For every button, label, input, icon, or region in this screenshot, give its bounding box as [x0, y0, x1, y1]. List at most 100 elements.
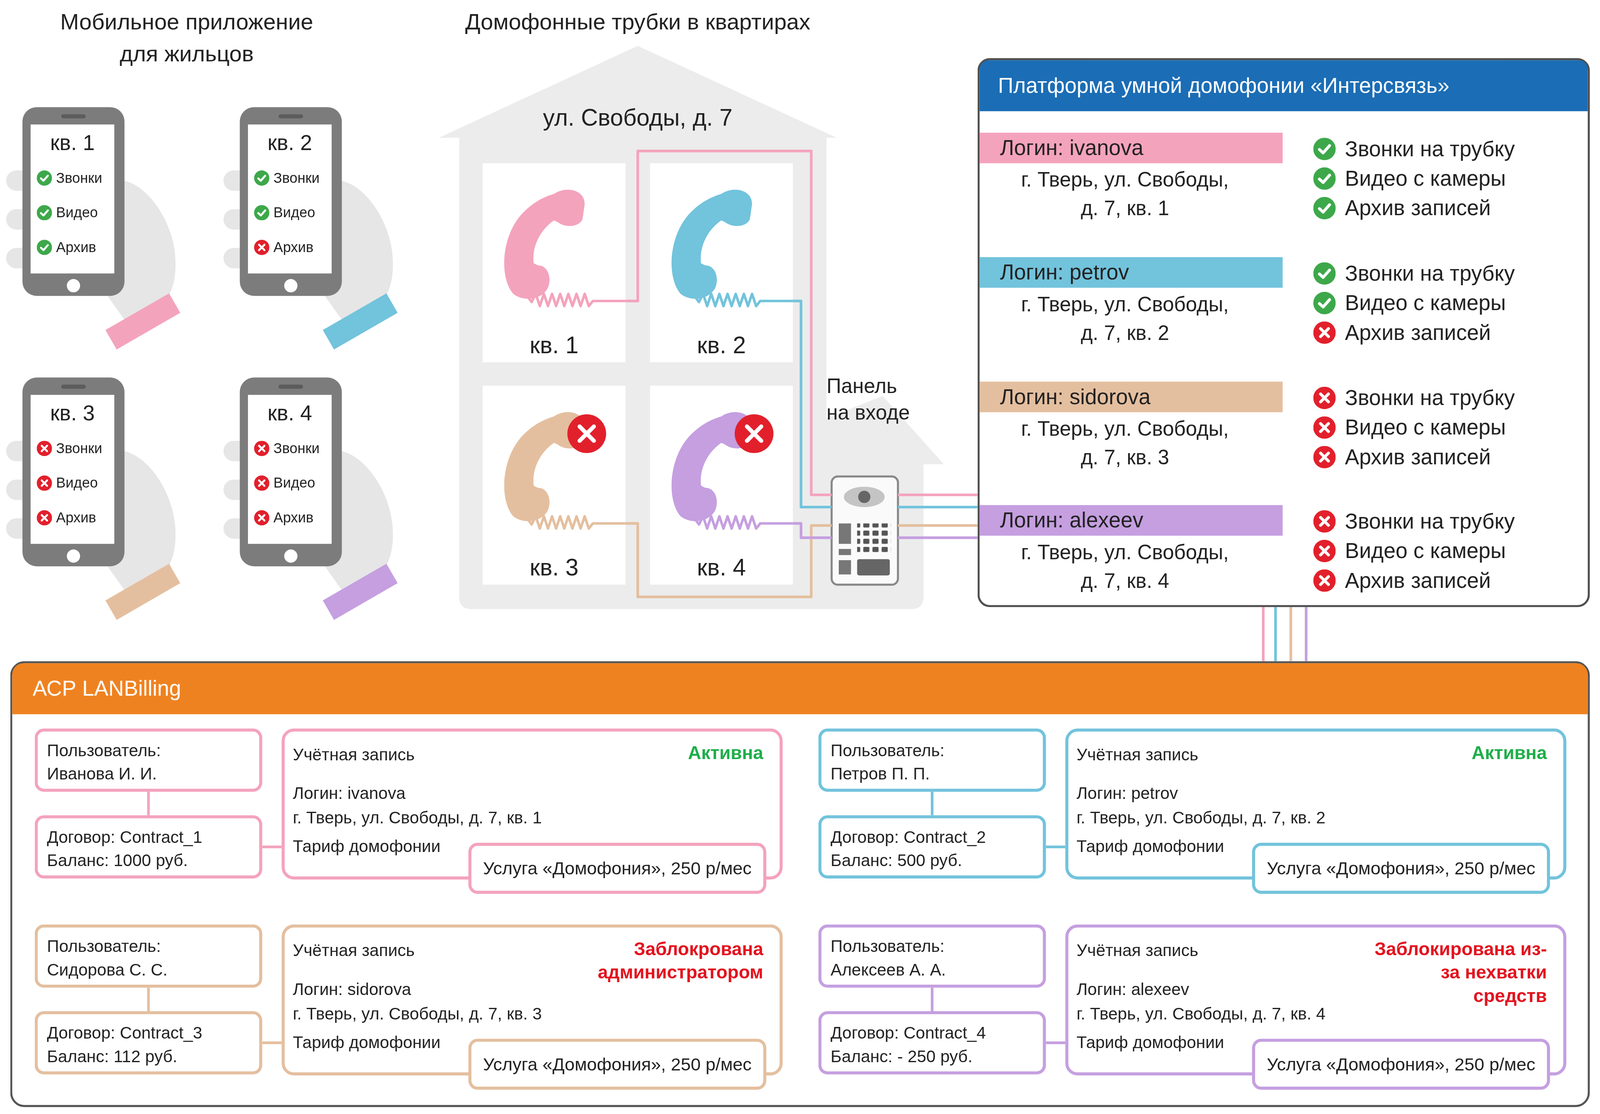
billing-title: АСР LANBilling: [32, 674, 182, 704]
contract-box: Договор: Contract_3Баланс: 112 руб.: [34, 1011, 263, 1075]
wire: [930, 987, 934, 1012]
service-label: Услуга «Домофония», 250 р/мес: [483, 1051, 752, 1077]
field-value: Баланс: 500 руб.: [830, 849, 962, 872]
wire: [262, 1041, 282, 1045]
wire: [262, 845, 282, 849]
entrance-panel: [831, 476, 899, 585]
cross-icon: [1313, 416, 1336, 439]
check-icon: [254, 170, 270, 186]
check-icon: [1313, 167, 1336, 190]
check-icon: [36, 239, 53, 255]
header-band: [12, 663, 1588, 715]
field-value: Алексеев А. А.: [830, 958, 946, 981]
feature-label: Видео: [55, 473, 98, 492]
phone-screen: кв. 1 ЗвонкиВидеоАрхив: [30, 124, 115, 274]
apartment-label: кв. 2: [650, 330, 794, 360]
check-icon: [1313, 262, 1336, 285]
check-icon: [1313, 196, 1336, 220]
feature-label: Видео: [55, 203, 98, 222]
resident-phones: [6, 106, 398, 620]
wire: [1274, 606, 1277, 661]
apartment-label: кв. 3: [482, 553, 626, 582]
account-status: Активна: [559, 741, 764, 766]
access-label: Видео с камеры: [1345, 537, 1506, 565]
apartment-label: кв. 4: [650, 553, 794, 582]
house: [438, 46, 944, 610]
field-label: Тариф домофонии: [1076, 834, 1224, 858]
login: Логин: sidorova: [292, 977, 411, 1001]
platform-title: Платформа умной домофонии «Интерсвязь»: [997, 71, 1450, 100]
login: Логин: alexeev: [1076, 977, 1190, 1001]
wire: [1262, 606, 1265, 661]
wire: [898, 536, 978, 539]
feature-label: Архив: [55, 237, 97, 256]
field-label: Тариф домофонии: [292, 1030, 441, 1054]
address: г. Тверь, ул. Свободы, д. 7, кв. 1: [1012, 165, 1238, 223]
platform-panel: Платформа умной домофонии «Интерсвязь» Ло…: [977, 58, 1591, 607]
apartment-title: кв. 2: [247, 129, 332, 157]
access-label: Звонки на трубку: [1345, 384, 1516, 412]
feature-label: Архив: [273, 508, 314, 527]
section-heading: Мобильное приложение для жильцов: [48, 6, 326, 70]
address: г. Тверь, ул. Свободы, д. 7, кв. 2: [1012, 289, 1238, 348]
platform-account: Логин: sidorovaг. Тверь, ул. Свободы, д.…: [979, 381, 1577, 489]
check-icon: [1313, 137, 1336, 161]
apartment-title: кв. 1: [30, 129, 115, 157]
address: г. Тверь, ул. Свободы, д. 7, кв. 1: [292, 806, 542, 829]
feature-label: Видео: [273, 473, 316, 492]
access-label: Видео с камеры: [1345, 165, 1506, 192]
user-box: Пользователь:Иванова И. И.: [34, 728, 263, 792]
cross-icon: [254, 475, 270, 491]
cross-icon: [1313, 539, 1336, 563]
account-box: Учётная записьЗаблокрована администратор…: [281, 924, 783, 1076]
cross-icon: [1313, 510, 1336, 533]
field-value: Баланс: - 250 руб.: [830, 1044, 973, 1068]
apartment: кв. 1: [482, 163, 626, 363]
feature-label: Видео: [273, 203, 316, 222]
feature-label: Звонки: [273, 168, 320, 187]
cross-icon: [36, 440, 53, 457]
field-label: Договор: Contract_4: [830, 1021, 986, 1045]
wire: [898, 493, 978, 496]
cross-icon: [36, 510, 53, 526]
service-label: Услуга «Домофония», 250 р/мес: [1266, 856, 1536, 881]
login: Логин: sidorova: [1000, 383, 1151, 411]
field-value: Сидорова С. С.: [46, 958, 168, 981]
phone-screen: кв. 4 ЗвонкиВидеоАрхив: [247, 394, 332, 544]
wire: [147, 791, 150, 816]
field-label: Пользователь:: [830, 934, 945, 957]
apartment-title: кв. 4: [247, 400, 332, 427]
check-icon: [36, 170, 53, 186]
user-box: Пользователь:Петров П. П.: [818, 728, 1047, 792]
field-label: Договор: Contract_2: [830, 825, 986, 848]
access-label: Видео с камеры: [1345, 414, 1506, 441]
cross-icon: [254, 239, 270, 255]
feature-label: Звонки: [55, 168, 102, 187]
service-label: Услуга «Домофония», 250 р/мес: [483, 856, 752, 881]
wire: [792, 301, 832, 508]
access-label: Звонки на трубку: [1345, 135, 1516, 163]
field-value: Иванова И. И.: [46, 762, 157, 785]
field-label: Договор: Contract_3: [46, 1021, 203, 1045]
apartment: кв. 2: [650, 163, 794, 363]
feature-label: Архив: [273, 237, 314, 256]
cross-icon: [254, 510, 270, 526]
handsets: [504, 189, 793, 529]
apartment: кв. 3: [482, 385, 626, 585]
access-label: Архив записей: [1345, 567, 1491, 594]
cross-icon: [1313, 446, 1336, 469]
field-value: Баланс: 112 руб.: [46, 1044, 178, 1068]
panel-label: Панель на входе: [826, 372, 921, 426]
billing-panel: АСР LANBillingПользователь:Иванова И. И.…: [10, 661, 1591, 1108]
feature-label: Звонки: [273, 438, 320, 457]
contract-box: Договор: Contract_1Баланс: 1000 руб.: [34, 815, 263, 879]
phone-screen: кв. 3ЗвонкиВидеоАрхив: [30, 394, 115, 544]
account-status: Активна: [1342, 741, 1547, 766]
panel-device: [831, 476, 899, 585]
field-label: Учётная запись: [1076, 938, 1199, 962]
wire: [147, 987, 150, 1012]
apartment: кв. 4: [650, 385, 794, 585]
service-box: Услуга «Домофония», 250 р/мес: [1252, 842, 1551, 894]
login: Логин: alexeev: [1000, 507, 1144, 534]
